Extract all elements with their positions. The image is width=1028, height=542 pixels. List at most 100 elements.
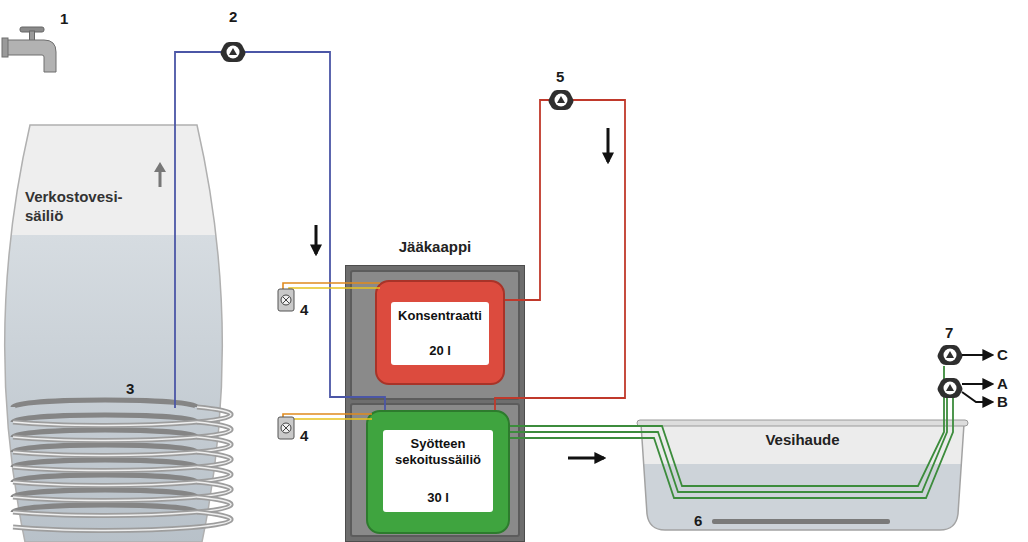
outlet-letter: A [997, 375, 1008, 392]
label-holder: 6 [694, 512, 702, 529]
pump-symbol [549, 90, 574, 110]
callout-number: 3 [126, 380, 134, 397]
circulation-tube [283, 283, 380, 289]
flow-arrow [315, 225, 318, 254]
coil-back [13, 415, 197, 422]
bath-water [640, 464, 965, 534]
water-bath: Vesihaude [640, 420, 965, 532]
heating-coil [13, 400, 231, 530]
label-holder: 3 [126, 380, 134, 397]
tank-label: Verkostovesi- säiliö [25, 187, 140, 225]
tap-body [6, 40, 56, 72]
pump-body [938, 345, 963, 365]
container-tag: Syötteen sekoitussäiliö 30 l [383, 430, 493, 512]
bath-outline [641, 424, 964, 530]
coil-back [13, 400, 197, 407]
pump-rotor [227, 46, 240, 59]
heating-element [712, 519, 890, 524]
refrigerator: JääkaappiKonsentraatti20 lSyötteen sekoi… [345, 236, 525, 542]
circulation-tube [283, 414, 372, 417]
pump-body [549, 90, 574, 110]
bath-tube [640, 397, 947, 492]
pump-housing [278, 417, 294, 439]
feed-tube [510, 437, 640, 439]
container-label: Konsentraatti [398, 308, 482, 324]
outlet-arrow [962, 392, 992, 402]
tank-shape [5, 125, 222, 542]
pump-rotor [944, 349, 957, 362]
pump-symbol [938, 378, 963, 398]
pump-triangle [229, 48, 237, 55]
flow-arrow-head [154, 162, 166, 172]
pump-body [938, 378, 963, 398]
feed-tube [510, 425, 640, 427]
pump-triangle [557, 96, 565, 103]
outlet-letter: C [997, 346, 1008, 363]
flow-arrow [159, 171, 162, 187]
bath-label: Vesihaude [765, 431, 839, 449]
callout-number: 5 [556, 68, 564, 85]
volume-label: 20 l [429, 343, 451, 359]
callout-number: 6 [694, 512, 702, 529]
impeller-blades [283, 297, 289, 303]
coil-back [13, 475, 197, 482]
flow-arrow [568, 457, 604, 460]
label-holder: C [997, 346, 1008, 363]
callout-number: 4 [300, 427, 308, 444]
water-tap [2, 27, 56, 72]
tube-connector [495, 100, 625, 410]
coil-back [13, 505, 197, 512]
label-holder: 2 [229, 8, 237, 25]
bath-tube [640, 397, 953, 498]
callout-number: 2 [229, 8, 237, 25]
outlet-arrow [962, 383, 992, 385]
bath-tube [640, 366, 944, 486]
pump-rotor [944, 382, 957, 395]
intake-tube [174, 125, 176, 408]
pump-impeller [281, 423, 291, 433]
coil-back [13, 445, 197, 452]
tube-connector [510, 431, 640, 433]
pump-impeller [281, 295, 291, 305]
concentrate-container: Konsentraatti 20 l [375, 280, 505, 385]
coil-front [13, 512, 231, 530]
pump-symbol [938, 345, 963, 365]
label-holder: 1 [60, 10, 68, 27]
callout-number: 7 [945, 324, 953, 341]
circulation-tube [289, 417, 372, 419]
callout-number: 1 [60, 10, 68, 27]
label-holder: 4 [300, 301, 308, 318]
label-holder: 4 [300, 427, 308, 444]
label-holder: B [997, 393, 1008, 410]
coil-back [13, 430, 197, 437]
volume-label: 30 l [427, 490, 449, 506]
impeller-blades [283, 425, 289, 431]
label-holder: 7 [945, 324, 953, 341]
upper-compartment [351, 271, 519, 399]
coil-highlight [13, 512, 231, 530]
container-tag: Konsentraatti 20 l [391, 302, 489, 365]
circulation-pump [278, 289, 294, 311]
circulation-tube [289, 288, 380, 289]
tap-flange [2, 38, 8, 57]
outlet-letter: B [997, 393, 1008, 410]
pump-triangle [946, 351, 954, 358]
pump-symbol [221, 42, 246, 62]
label-holder: 5 [556, 68, 564, 85]
tank-water [0, 235, 265, 542]
container-label: Syötteen sekoitussäiliö [390, 436, 486, 468]
coil-back [13, 490, 197, 497]
pump-body [221, 42, 246, 62]
tank-outline [5, 125, 223, 542]
flow-arrow [607, 128, 610, 162]
label-holder: A [997, 375, 1008, 392]
circulation-pump [278, 417, 294, 439]
mixing-container: Syötteen sekoitussäiliö 30 l [366, 410, 510, 534]
lower-compartment [351, 404, 519, 536]
bath-rim [637, 420, 968, 426]
coil-back [13, 460, 197, 467]
tube-connector [175, 52, 385, 410]
